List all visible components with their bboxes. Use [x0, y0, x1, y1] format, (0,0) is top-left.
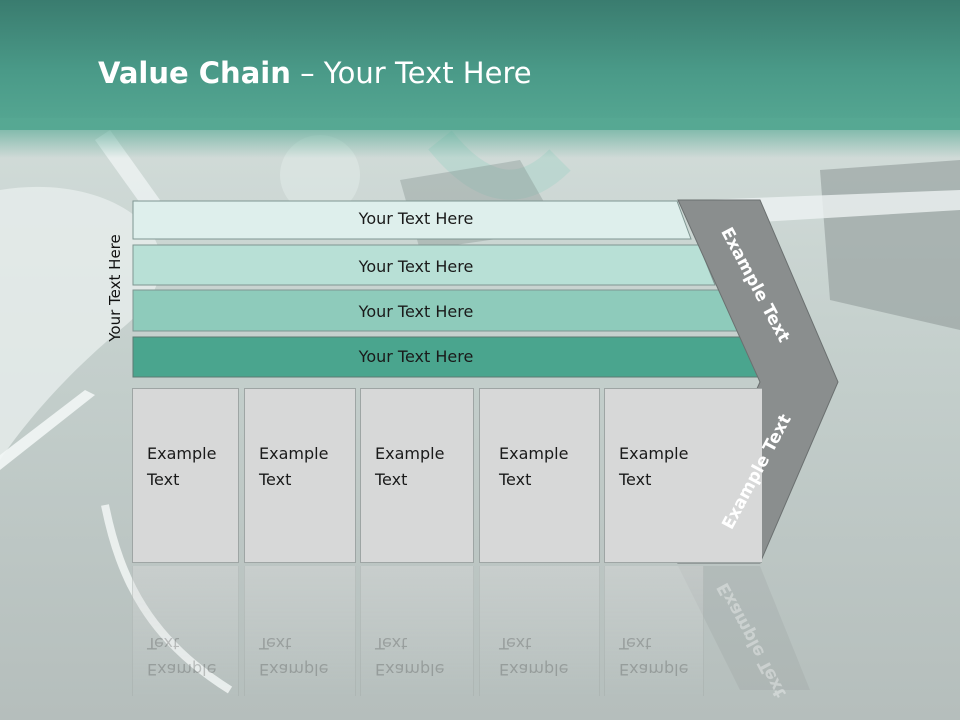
row-bar-2: [132, 244, 716, 286]
row-label-2: Your Text Here: [358, 257, 474, 276]
row-label-3: Your Text Here: [358, 302, 474, 321]
chevron-reflection: [678, 566, 810, 690]
title-bold: Value Chain: [98, 56, 291, 90]
title-fade: [0, 118, 960, 158]
title-band: [0, 0, 960, 130]
row-bar-1: [132, 200, 692, 240]
row-label-4: Your Text Here: [358, 347, 474, 366]
title-rest: – Your Text Here: [290, 56, 532, 90]
row-label-1: Your Text Here: [358, 209, 474, 228]
slide-title: Value Chain – Your Text Here: [98, 56, 532, 90]
chevron-arrow: [677, 199, 839, 564]
